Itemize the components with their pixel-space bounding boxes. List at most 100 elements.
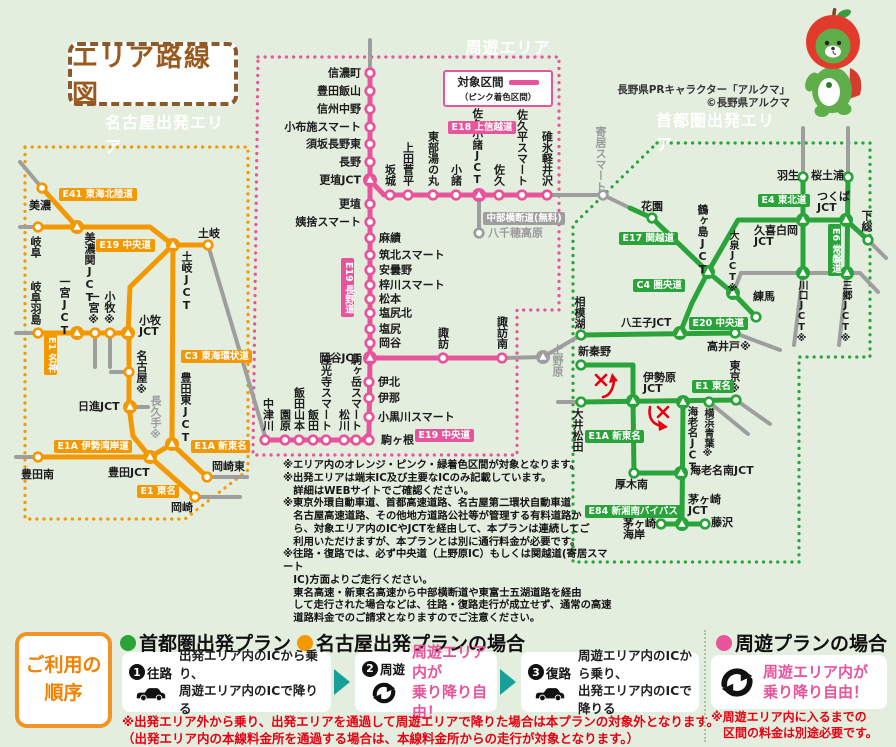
route-segment: [35, 224, 176, 248]
ic-dot: [189, 491, 201, 503]
ic-dot: [259, 434, 271, 446]
restriction-x-icon: [594, 373, 608, 387]
car-icon: [535, 687, 564, 701]
ic-dot: [473, 227, 485, 239]
ic-dot: [364, 67, 376, 79]
jct-triangle-icon: [629, 397, 637, 404]
route-segment: [206, 243, 267, 438]
step-loop: 2 周遊 周遊エリア内が 乗り降り自由！: [355, 643, 497, 721]
route-segment: [677, 269, 711, 336]
route-segment: [125, 242, 176, 336]
jct-triangle-icon: [475, 191, 483, 198]
jct-triangle-icon: [799, 269, 807, 276]
route-segment: [147, 454, 198, 500]
ic-dot: [307, 434, 319, 446]
jct-triangle-icon: [539, 353, 547, 360]
step3-number: 3: [528, 664, 544, 680]
ic-dot: [628, 467, 640, 479]
ic-dot: [363, 411, 375, 423]
step1-number: 1: [129, 664, 145, 680]
route-segment: [733, 331, 782, 352]
route-segment: [837, 271, 849, 347]
route-segment: [578, 362, 636, 404]
route-segment: [126, 330, 153, 460]
ic-dot: [729, 327, 741, 339]
route-segment: [739, 271, 880, 294]
ic-dot: [364, 264, 376, 276]
ic-dot: [363, 392, 375, 404]
ic-dot: [123, 366, 135, 378]
plans-footnote: ※出発エリア外から乗り、出発エリアを通過して周遊エリアで降りた場合は本プランの対…: [122, 714, 720, 746]
mascot-arukuma: [805, 8, 862, 117]
route-segment: [679, 399, 686, 527]
route-segment: [262, 355, 373, 443]
tokyo-plan-label: 首都圏出発プラン: [139, 633, 292, 655]
ic-dot: [364, 337, 376, 349]
ic-dot: [597, 189, 609, 201]
tokyo-plan-dot-icon: [120, 634, 136, 651]
mascot-nose: [831, 46, 835, 51]
restriction-x-icon: [656, 405, 670, 419]
step2-number: 2: [362, 660, 378, 677]
ic-dot: [364, 279, 376, 291]
ic-dot: [364, 307, 376, 319]
loop-arrows-icon: [372, 682, 395, 704]
jct-triangle-icon: [126, 403, 134, 410]
route-segment: [39, 185, 80, 230]
step3-tag: 復路: [546, 665, 572, 681]
ic-dot: [842, 171, 854, 183]
ic-dot: [797, 171, 809, 183]
ic-dot: [364, 293, 376, 305]
loop-plan-label: 周遊プランの場合: [735, 633, 888, 655]
ic-dot: [384, 189, 396, 201]
route-segment: [705, 217, 871, 275]
mascot-leg: [836, 103, 852, 115]
loop-plan-box: 周遊エリア内が 乗り降り自由！: [711, 655, 887, 709]
step2-tag: 周遊: [380, 662, 406, 677]
ic-dot: [496, 352, 508, 364]
ic-dot: [32, 327, 44, 339]
legend-subtitle: （ピンク着色区間）: [459, 93, 537, 103]
route-segment: [734, 398, 772, 426]
page-title: エリア路線図: [68, 42, 238, 110]
jct-triangle-icon: [676, 329, 684, 336]
ic-dot: [320, 434, 332, 446]
ic-dot: [862, 234, 874, 246]
ic-dot: [427, 189, 439, 201]
ic-dot: [279, 434, 291, 446]
route-segment: [545, 193, 632, 210]
tab-nagoya-area: 名古屋出発エリア: [105, 113, 225, 156]
usage-order-box: ご利用の 順序: [15, 632, 112, 728]
step-return: 3 復路 周遊エリア内のICから乗り、 出発エリア内のICで降りる: [521, 648, 699, 716]
ic-dot: [364, 85, 376, 97]
ic-dot: [350, 434, 362, 446]
legend-title: 対象区間: [457, 75, 504, 89]
plans-header: 首都圏出発プラン 名古屋出発プランの場合: [120, 629, 525, 656]
ic-dot: [364, 121, 376, 133]
ic-dot: [575, 396, 587, 408]
step3-text: 周遊エリア内のICから乗り、 出発エリア内のICで降りる: [578, 648, 692, 716]
route-segment: [707, 400, 750, 436]
mascot-arm: [805, 72, 819, 92]
route-segment: [18, 160, 44, 190]
jct-triangle-icon: [729, 289, 737, 296]
mascot-eye: [836, 40, 842, 46]
ic-dot: [575, 329, 587, 341]
jct-triangle-icon: [73, 223, 81, 230]
loop-plan-header: 周遊プランの場合: [710, 629, 887, 656]
legend-box: 対象区間 （ピンク着色区間）: [443, 70, 553, 107]
jct-triangle-icon: [677, 469, 685, 476]
route-segment: [630, 398, 684, 476]
tab-loop-area: 周遊エリア: [465, 38, 551, 57]
mascot-leg: [814, 105, 830, 117]
jct-triangle-icon: [678, 520, 686, 527]
backpack-icon: [849, 68, 862, 99]
ic-dot: [363, 376, 375, 388]
loop-plan-dot-icon: [716, 634, 732, 651]
ic-dot: [699, 518, 711, 530]
tab-tokyo-area: 首都圏出発エリア: [656, 110, 776, 154]
ic-dot: [364, 198, 376, 210]
mascot-credit: 長野県PRキャラクター「アルクマ」 ©長野県アルクマ: [617, 84, 790, 110]
route-segment: [578, 330, 738, 338]
